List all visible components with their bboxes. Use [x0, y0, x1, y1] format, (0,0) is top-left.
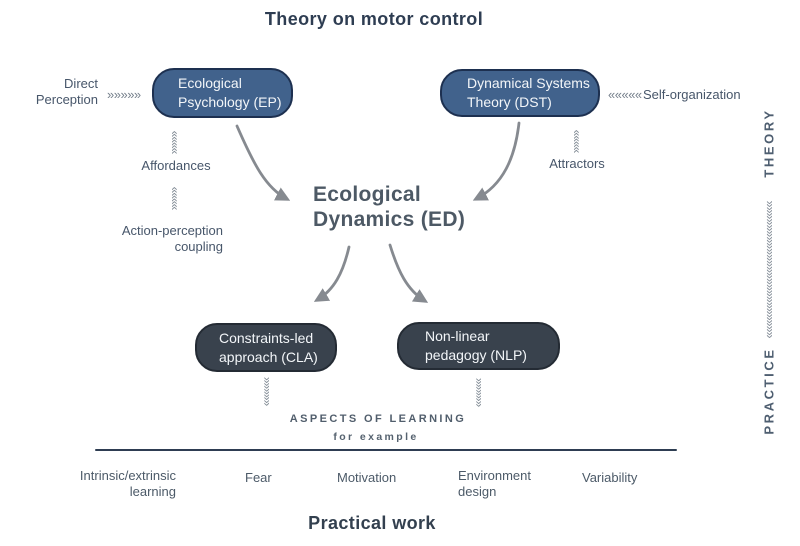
label-self-organization: Self-organization [643, 87, 741, 102]
rail-chevron-strip-icon: ««««««««««««««««««««««« [762, 201, 776, 339]
chevron-strip-nlp-down-icon: ««««« [471, 378, 485, 408]
chevron-strip-affordances-coupling-icon: «««« [168, 186, 182, 210]
aspect-item-variability: Variability [582, 470, 638, 485]
label-attractors: Attractors [549, 156, 605, 171]
arrow-ed-to-nlp [388, 243, 429, 303]
arrow-dst-to-ed [472, 121, 521, 201]
label-direct-perception: Direct Perception [35, 76, 98, 107]
aspect-item-motivation: Motivation [337, 470, 397, 485]
aspect-item-environment-design: Environment design [458, 468, 531, 499]
arrow-ep-to-ed [235, 124, 291, 201]
aspects-subheading: for example [333, 431, 419, 443]
direct-perception-chevrons-icon: »»»»» [107, 87, 141, 102]
box-dynamical-systems-theory: Dynamical Systems Theory (DST) [440, 69, 600, 117]
footer-title: Practical work [308, 513, 436, 533]
box-ecological-psychology: Ecological Psychology (EP) [152, 68, 293, 118]
chevron-strip-ep-affordances-icon: «««« [168, 130, 182, 154]
arrow-ed-to-cla [313, 245, 351, 302]
diagram-title: Theory on motor control [264, 9, 484, 29]
central-ecological-dynamics: Ecological Dynamics (ED) [313, 183, 466, 231]
self-organization-chevrons-icon: ««««« [608, 87, 642, 102]
aspect-item-intrinsic-extrinsic: Intrinsic/extrinsic learning [79, 468, 176, 499]
box-non-linear-pedagogy: Non-linear pedagogy (NLP) [397, 322, 560, 370]
aspect-item-fear: Fear [245, 470, 272, 485]
aspects-heading: ASPECTS OF LEARNING [289, 413, 467, 425]
chevron-strip-dst-attractors-icon: «««« [570, 129, 584, 153]
rail-theory-label: THEORY [761, 108, 777, 178]
chevron-strip-cla-down-icon: ««««« [259, 377, 273, 407]
rail-practice-label: PRACTICE [761, 347, 777, 435]
label-affordances: Affordances [141, 158, 211, 173]
box-constraints-led-approach: Constraints-led approach (CLA) [195, 323, 337, 372]
label-action-perception-coupling: Action-perception coupling [121, 223, 223, 254]
theory-practice-divider [95, 449, 677, 451]
